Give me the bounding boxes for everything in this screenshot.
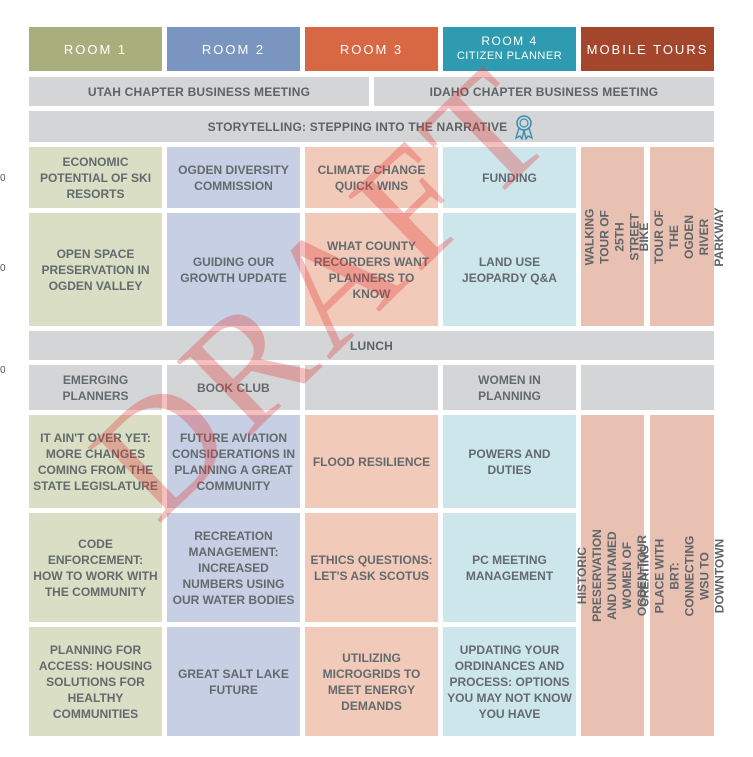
session-economic-potential-ski-resorts: ECONOMIC POTENTIAL OF SKI RESORTS — [29, 147, 162, 208]
header-room-4-title: ROOM 4 — [481, 34, 538, 48]
session-emerging-planners: EMERGING PLANNERS — [29, 365, 162, 410]
session-updating-ordinances: UPDATING YOUR ORDINANCES AND PROCESS: OP… — [443, 627, 576, 736]
lunch-break: LUNCH — [29, 331, 714, 360]
session-open-space-preservation: OPEN SPACE PRESERVATION IN OGDEN VALLEY — [29, 213, 162, 326]
session-land-use-jeopardy: LAND USE JEOPARDY Q&A — [443, 213, 576, 326]
header-room-4-subtitle: CITIZEN PLANNER — [456, 50, 563, 62]
session-ethics-questions: ETHICS QUESTIONS: LET'S ASK SCOTUS — [305, 513, 438, 622]
session-funding: FUNDING — [443, 147, 576, 208]
time-tick: 0 — [0, 173, 6, 184]
session-future-aviation: FUTURE AVIATION CONSIDERATIONS IN PLANNI… — [167, 415, 300, 508]
session-code-enforcement: CODE ENFORCEMENT: HOW TO WORK WITH THE C… — [29, 513, 162, 622]
session-empty-room-3 — [305, 365, 438, 410]
tour-bike-label: BIKE TOUR OF THE OGDEN RIVER PARKWAY — [637, 206, 726, 267]
tour-walking-25th-street: WALKING TOUR OF 25TH STREET — [581, 147, 644, 326]
storytelling-keynote: STORYTELLING: STEPPING INTO THE NARRATIV… — [29, 111, 714, 142]
session-guiding-our-growth: GUIDING OUR GROWTH UPDATE — [167, 213, 300, 326]
time-tick: 0 — [0, 263, 6, 274]
tour-historic-preservation: HISTORIC PRESERVATION AND UNTAMED WOMEN … — [575, 415, 649, 736]
session-powers-and-duties: POWERS AND DUTIES — [443, 415, 576, 508]
session-flood-resilience: FLOOD RESILIENCE — [305, 415, 438, 508]
header-room-1: ROOM 1 — [29, 27, 162, 71]
tour-brt-placemaking: CREATING PLACE WITH BRT: CONNECTING WSU … — [637, 415, 726, 736]
storytelling-label: STORYTELLING: STEPPING INTO THE NARRATIV… — [207, 119, 508, 134]
ribbon-award-icon — [513, 114, 535, 141]
session-state-legislature: IT AIN'T OVER YET: MORE CHANGES COMING F… — [29, 415, 162, 508]
header-mobile-tours: MOBILE TOURS — [581, 27, 714, 71]
idaho-business-meeting: IDAHO CHAPTER BUSINESS MEETING — [374, 77, 714, 106]
session-county-recorders: WHAT COUNTY RECORDERS WANT PLANNERS TO K… — [305, 213, 438, 326]
session-recreation-management: RECREATION MANAGEMENT: INCREASED NUMBERS… — [167, 513, 300, 622]
session-pc-meeting-management: PC MEETING MANAGEMENT — [443, 513, 576, 622]
tour-walking-label: WALKING TOUR OF 25TH STREET — [582, 208, 642, 265]
time-tick: 0 — [0, 365, 6, 376]
session-great-salt-lake: GREAT SALT LAKE FUTURE — [167, 627, 300, 736]
session-women-in-planning: WOMEN IN PLANNING — [443, 365, 576, 410]
tour-brt-label: CREATING PLACE WITH BRT: CONNECTING WSU … — [637, 535, 727, 616]
header-room-4: ROOM 4 CITIZEN PLANNER — [443, 27, 576, 71]
session-empty-mobile — [581, 365, 714, 410]
utah-business-meeting: UTAH CHAPTER BUSINESS MEETING — [29, 77, 369, 106]
session-ogden-diversity-commission: OGDEN DIVERSITY COMMISSION — [167, 147, 300, 208]
session-book-club: BOOK CLUB — [167, 365, 300, 410]
tour-bike-ogden-river-parkway: BIKE TOUR OF THE OGDEN RIVER PARKWAY — [637, 147, 726, 326]
header-room-2: ROOM 2 — [167, 27, 300, 71]
session-planning-for-access: PLANNING FOR ACCESS: HOUSING SOLUTIONS F… — [29, 627, 162, 736]
session-climate-change-quick-wins: CLIMATE CHANGE QUICK WINS — [305, 147, 438, 208]
session-microgrids: UTILIZING MICROGRIDS TO MEET ENERGY DEMA… — [305, 627, 438, 736]
header-room-3: ROOM 3 — [305, 27, 438, 71]
